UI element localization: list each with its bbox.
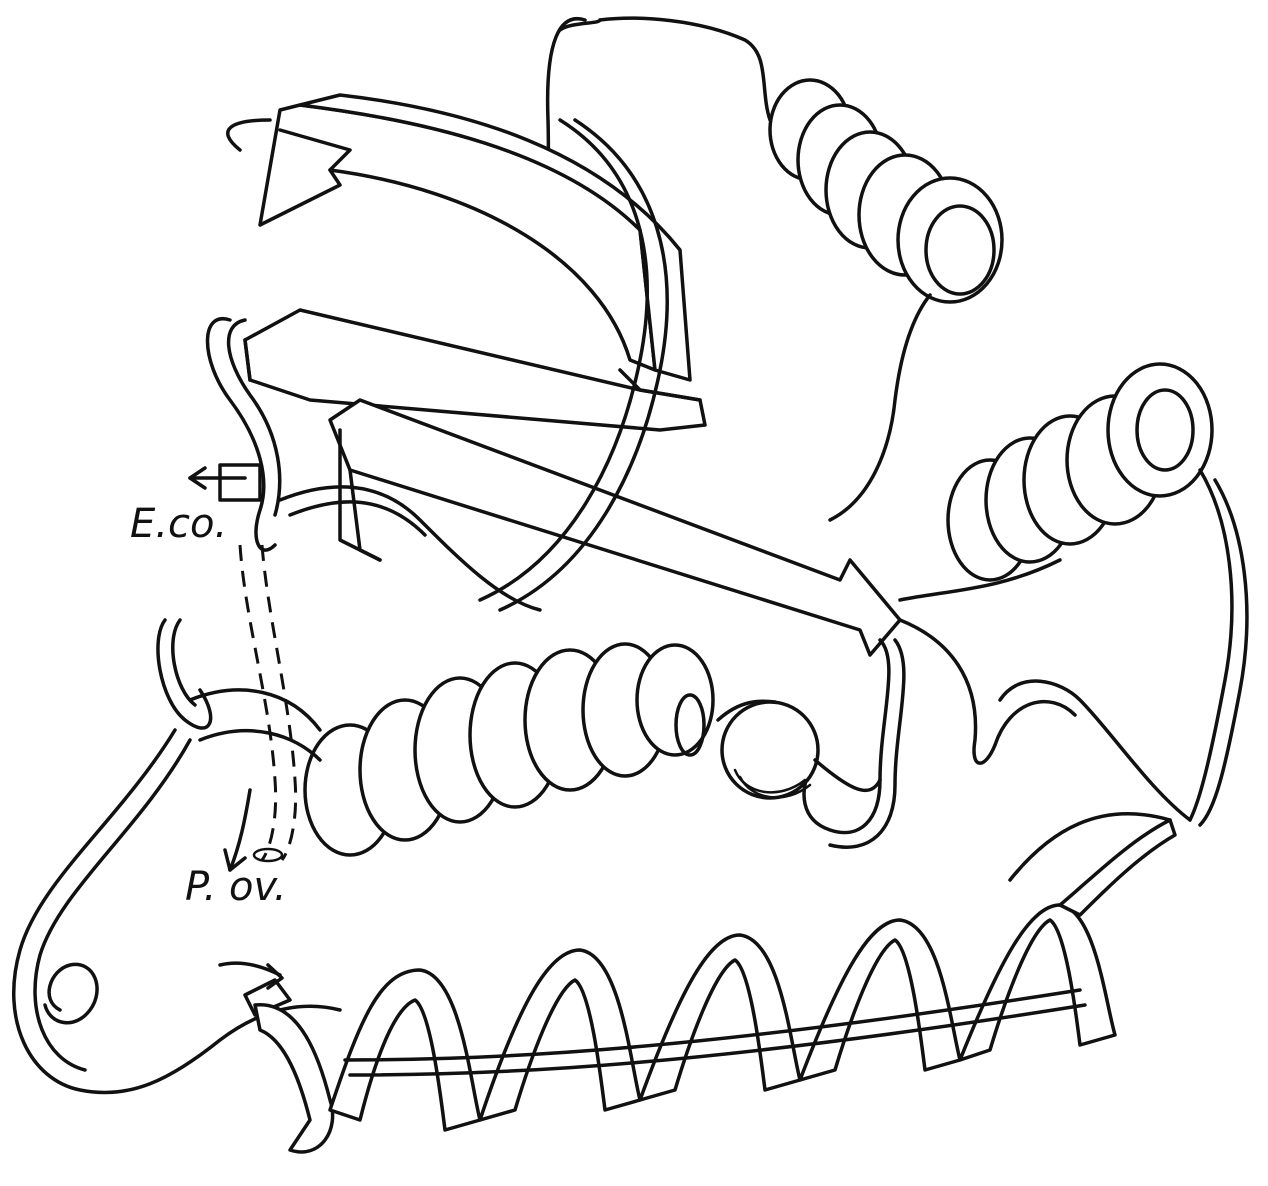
upper-right-helix: [770, 80, 1002, 520]
label-pov: P. ov.: [185, 864, 287, 910]
label-ecoli: E.co.: [130, 501, 227, 547]
central-helix: [158, 620, 713, 855]
lower-ribbon-helix: [220, 820, 1175, 1152]
outer-loop: [14, 730, 1170, 1093]
metal-sphere: [718, 701, 880, 798]
right-helix: [900, 364, 1247, 825]
dashed-connector: [225, 545, 296, 870]
